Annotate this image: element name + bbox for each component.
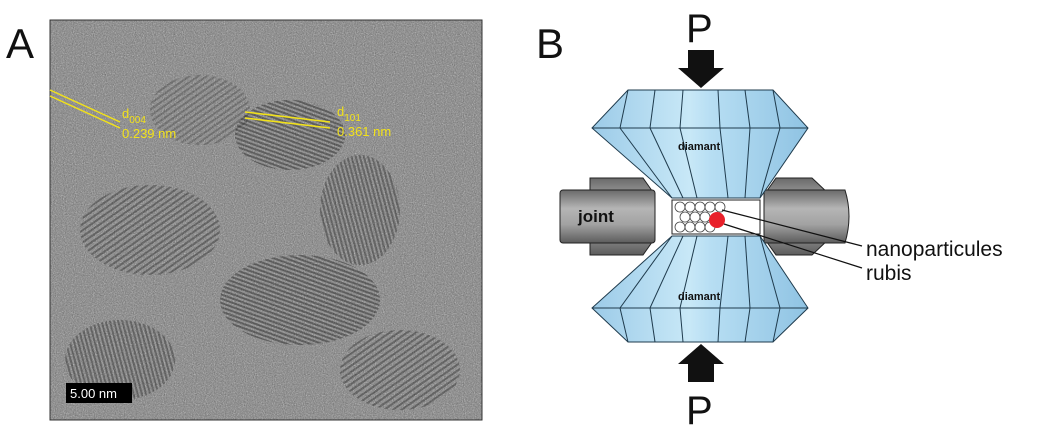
- annotation-line: [244, 111, 331, 123]
- diamond-top-label: diamant: [678, 141, 721, 153]
- callout-line-nanoparticles: [721, 209, 863, 247]
- gasket-label: joint: [577, 207, 614, 226]
- diamond-bottom: diamant: [591, 235, 809, 343]
- annotation-spacing-101: 0.361 nm: [337, 124, 391, 139]
- panel-b: B P joint diamant: [536, 7, 1003, 428]
- callout-nanoparticles: nanoparticules: [866, 238, 1003, 261]
- ruby: [709, 212, 725, 228]
- annotation-line: [244, 117, 331, 129]
- annotation-line: [49, 95, 121, 129]
- pressure-arrow-down-icon: [678, 50, 724, 88]
- callout-ruby: rubis: [866, 262, 912, 285]
- panel-a: A d004 0.239 nm: [6, 19, 483, 421]
- lattice-annotation-004: d004 0.239 nm: [49, 89, 176, 141]
- diamond-bottom-label: diamant: [678, 291, 721, 303]
- annotation-d-004: d004: [122, 106, 146, 126]
- pressure-arrow-up-icon: [678, 344, 724, 382]
- diamond-top: diamant: [591, 89, 809, 199]
- annotation-d-101: d101: [337, 104, 361, 124]
- scale-bar: 5.00 nm: [66, 383, 132, 403]
- nanoparticles: [674, 201, 726, 233]
- panel-b-letter: B: [536, 20, 564, 67]
- tem-micrograph: [49, 19, 483, 421]
- gasket: joint: [559, 177, 850, 256]
- lattice-annotation-101: d101 0.361 nm: [244, 104, 391, 139]
- scale-bar-label: 5.00 nm: [70, 386, 117, 401]
- pressure-label-top: P: [686, 7, 713, 51]
- annotation-line: [49, 89, 121, 123]
- annotation-spacing-004: 0.239 nm: [122, 126, 176, 141]
- panel-a-letter: A: [6, 20, 34, 67]
- sample-chamber: [671, 199, 761, 235]
- pressure-label-bottom: P: [686, 389, 713, 428]
- callout-line-ruby: [723, 223, 863, 269]
